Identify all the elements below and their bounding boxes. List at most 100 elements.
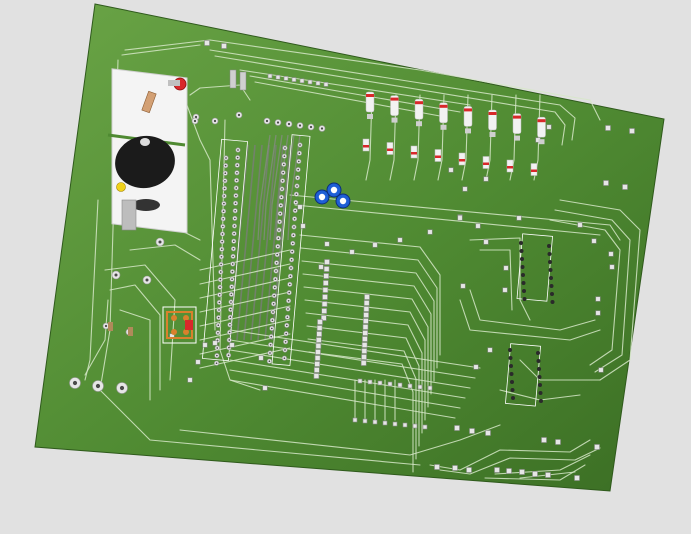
square-pad <box>372 242 378 248</box>
ic-pin <box>538 391 543 395</box>
pad-hole <box>296 185 298 187</box>
square-pad <box>412 423 418 429</box>
copper-trace <box>119 309 151 401</box>
pad-hole <box>271 319 274 322</box>
copper-trace <box>249 75 461 113</box>
pad-hole <box>225 157 227 159</box>
square-pad <box>291 77 297 82</box>
pad-hole <box>228 331 231 334</box>
resistor-band <box>439 104 448 108</box>
copper-trace <box>109 284 161 391</box>
ic-pin <box>547 244 551 248</box>
pad-hole <box>265 119 269 123</box>
pad-hole <box>289 275 292 278</box>
square-pad <box>485 430 491 436</box>
copper-trace <box>124 39 601 121</box>
square-pad <box>324 259 330 265</box>
pad-hole <box>218 309 220 311</box>
square-pad <box>387 381 393 387</box>
square-pad <box>608 251 614 257</box>
copper-trace <box>179 424 501 456</box>
pad-hole <box>229 323 231 326</box>
buzzer <box>115 135 175 189</box>
dark-bus-trace <box>269 134 283 241</box>
square-pad <box>315 337 322 343</box>
square-pad <box>317 319 323 325</box>
copper-trace <box>469 237 531 321</box>
square-pad <box>349 249 355 255</box>
square-pad <box>519 469 525 475</box>
pad-hole <box>194 115 198 119</box>
diode-band <box>387 148 393 151</box>
pad-hole <box>294 209 297 212</box>
copper-trace <box>303 286 429 408</box>
ic-pin <box>536 351 540 355</box>
ic-pin <box>510 380 514 384</box>
dark-bus-trace <box>263 134 277 241</box>
square-pad <box>516 215 522 221</box>
pad-hole <box>283 357 286 360</box>
square-pad <box>318 264 324 270</box>
pad-hole <box>114 273 118 277</box>
capacitor <box>128 327 133 336</box>
pad-hole <box>222 217 225 220</box>
square-pad <box>460 283 466 289</box>
square-pad <box>258 355 264 361</box>
copper-traces <box>84 39 641 481</box>
pad-hole <box>230 301 232 303</box>
ic-pin <box>536 359 541 363</box>
copper-trace <box>429 439 591 471</box>
copper-trace <box>84 299 109 376</box>
square-pad <box>452 465 458 471</box>
pad-hole <box>216 347 219 349</box>
copper-trace <box>189 84 251 101</box>
pad-hole <box>278 220 281 223</box>
square-pad <box>629 128 635 134</box>
pad-hole <box>231 278 233 281</box>
pad-hole <box>231 263 234 265</box>
square-pad <box>494 467 500 473</box>
pad-hole <box>290 258 293 261</box>
ic-pin <box>509 364 513 368</box>
ic-pin <box>521 281 526 285</box>
square-pad <box>506 468 512 474</box>
relay-pin <box>171 315 177 321</box>
pad-hole <box>221 233 224 235</box>
pad-hole <box>280 196 283 199</box>
pad-hole <box>218 293 221 296</box>
pad-hole <box>213 119 217 123</box>
square-pad <box>532 471 538 477</box>
copper-trace <box>129 244 201 261</box>
pad-hole <box>284 147 286 149</box>
pad-hole <box>224 172 227 175</box>
pad-hole <box>235 194 237 197</box>
transistor <box>132 199 160 211</box>
pad-hole <box>231 270 234 273</box>
copper-trace <box>209 49 576 141</box>
pad-hole <box>219 286 221 289</box>
square-pad <box>320 315 327 321</box>
pad-hole <box>270 327 273 330</box>
pad-hole <box>230 285 233 288</box>
pad-hole <box>292 234 295 237</box>
pad-hole <box>158 240 162 244</box>
pad-hole <box>275 270 277 272</box>
square-pad <box>313 373 320 379</box>
pad-hole <box>233 225 236 227</box>
square-pad <box>407 383 413 389</box>
pad-hole <box>309 125 313 129</box>
capacitor <box>108 322 113 331</box>
blue-led-center <box>330 186 338 194</box>
square-pad <box>462 186 468 192</box>
square-pad <box>577 222 583 228</box>
square-pad <box>322 280 329 286</box>
dark-bus-trace <box>264 144 284 341</box>
ic-pin <box>510 388 515 392</box>
pad-hole <box>293 226 295 228</box>
pad-hole <box>228 346 230 349</box>
square-pad <box>591 238 597 244</box>
square-pad <box>361 354 367 360</box>
dark-bus-trace <box>281 134 295 241</box>
